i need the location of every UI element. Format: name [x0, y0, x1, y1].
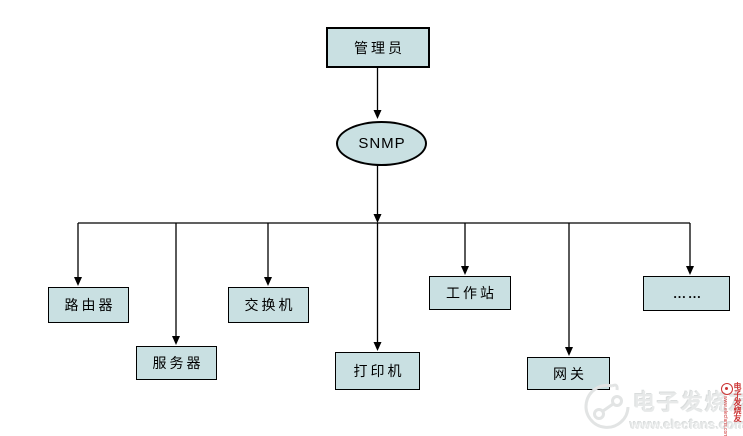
node-gateway: 网关: [527, 357, 610, 390]
node-switch: 交换机: [228, 287, 309, 323]
edge-watermark-brand: 电子发烧友: [733, 382, 742, 422]
watermark-url: www.elecfans.com: [630, 417, 743, 432]
edge-watermark-url: www.elecfans.com: [722, 396, 728, 436]
node-snmp: SNMP: [336, 121, 427, 166]
node-administrator: 管理员: [326, 27, 430, 68]
watermark-logo-icon: [584, 383, 630, 429]
node-router: 路由器: [48, 287, 129, 323]
node-ellipsis: ……: [643, 276, 730, 311]
node-server: 服务器: [136, 346, 217, 380]
node-printer: 打印机: [335, 352, 420, 390]
edge-watermark-logo-icon: [721, 383, 733, 395]
edge-watermark: 电子发烧友 www.elecfans.com: [721, 382, 742, 436]
node-workstation: 工作站: [429, 276, 511, 310]
